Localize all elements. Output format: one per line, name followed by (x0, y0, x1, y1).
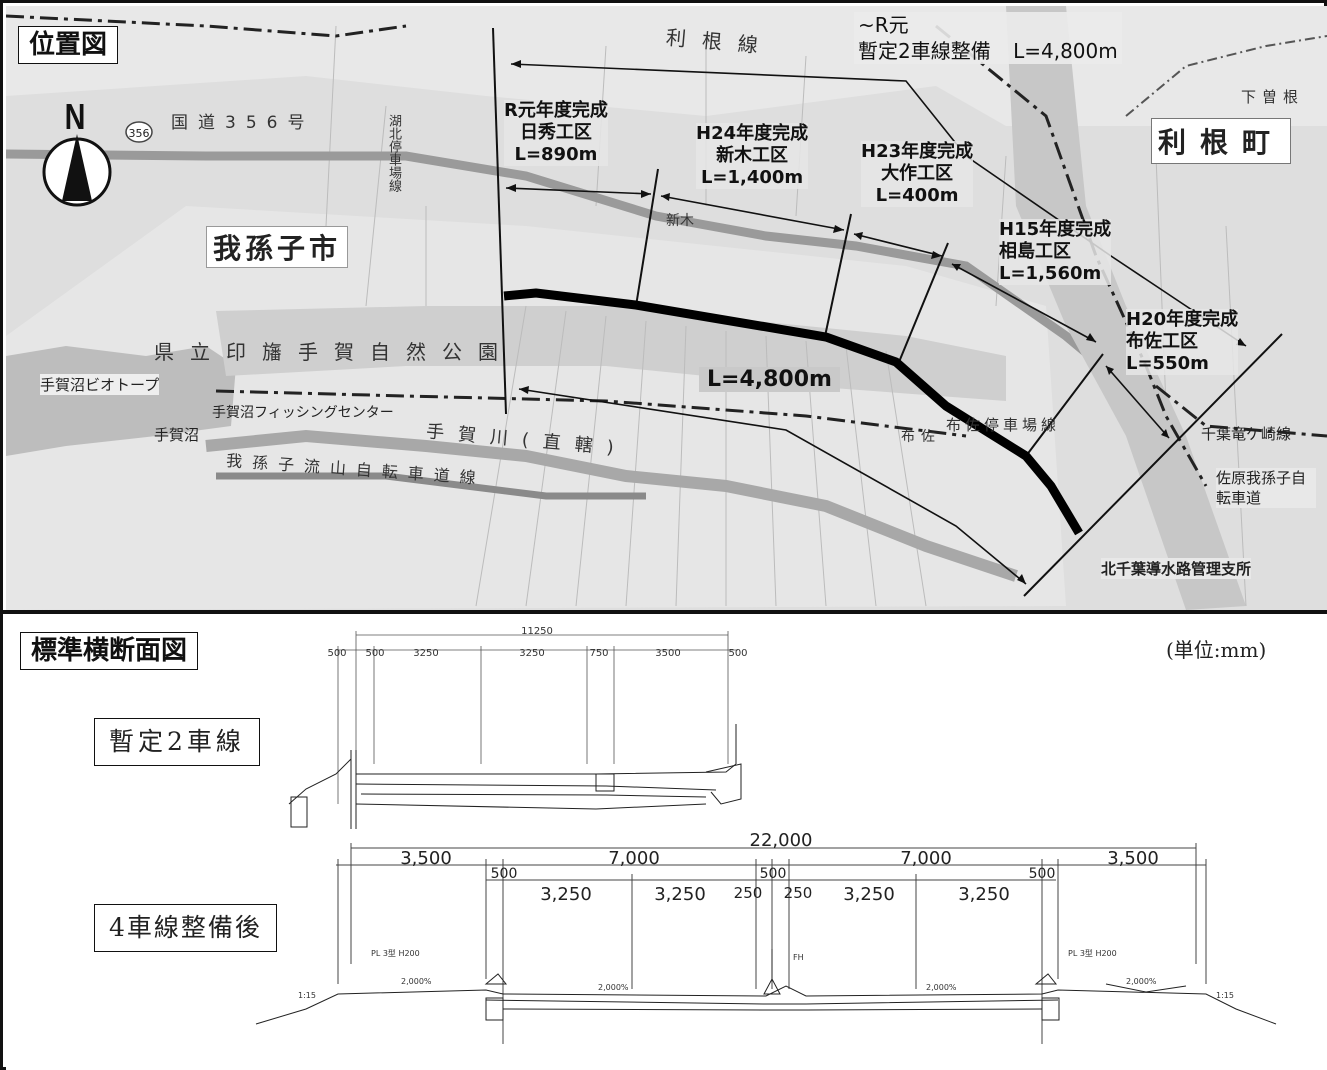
interim-note: ~R元 暫定2車線整備 L=4,800m (854, 12, 1122, 64)
interim-dim-6: 500 (728, 648, 747, 659)
section-hizuru: R元年度完成 日秀工区 L=890m (504, 100, 608, 166)
section-aijima: H15年度完成 相島工区 L=1,560m (999, 219, 1112, 285)
section-niiki: H24年度完成 新木工区 L=1,400m (696, 123, 809, 189)
svg-text:356: 356 (129, 127, 150, 140)
slope-note-1: 2,000% (598, 983, 629, 992)
map-divider (3, 610, 1327, 614)
section-osaku-title: H23年度完成 (861, 141, 974, 162)
interim-dim-0: 500 (327, 648, 346, 659)
interim-dim-5: 3500 (655, 648, 680, 659)
project-route-line (503, 288, 1083, 536)
full-upper-0: 3,500 (400, 848, 452, 869)
full-mid-0: 500 (491, 866, 518, 882)
teganuma-label: 手賀沼 (154, 426, 200, 444)
full-lane-0: 3,250 (540, 884, 592, 905)
cross-section-title: 標準横断面図 (20, 632, 199, 670)
full-upper-2: 7,000 (900, 848, 952, 869)
biotope-label: 手賀沼ビオトープ (40, 374, 160, 395)
sawara-abiko-label: 佐原我孫子自転車道 (1216, 468, 1316, 508)
abiko-city-label: 我孫子市 (206, 226, 349, 268)
interim-dim-2: 3250 (413, 648, 438, 659)
interim-note-length: L=4,800m (1013, 39, 1118, 63)
slope-note-2: 2,000% (926, 983, 957, 992)
section-aijima-name: 相島工区 (999, 241, 1071, 262)
section-fusa-name: 布佐工区 (1126, 331, 1198, 352)
interim-note-line1: ~R元 (858, 13, 909, 37)
section-aijima-length: L=1,560m (999, 263, 1102, 284)
full-median-0: 250 (734, 884, 763, 902)
full-lane-3: 3,250 (958, 884, 1010, 905)
map-title: 位置図 (18, 26, 119, 64)
section-osaku-name: 大作工区 (881, 163, 954, 184)
total-length-label: L=4,800m (699, 367, 840, 392)
section-osaku-length: L=400m (875, 185, 959, 206)
fusa-label: 布佐 (901, 429, 941, 445)
section-fusa-title: H20年度完成 (1126, 309, 1239, 330)
ratio-right-note: 1:15 (1216, 991, 1234, 1000)
section-aijima-title: H15年度完成 (999, 219, 1112, 240)
section-fusa: H20年度完成 布佐工区 L=550m (1126, 309, 1239, 375)
cross-section-panel: 標準横断面図 (単位:mm) 暫定2車線 4車線整備後 11250 500 50… (6, 614, 1327, 1070)
unit-note: (単位:mm) (1166, 638, 1267, 662)
section-fusa-length: L=550m (1126, 353, 1209, 374)
north-arrow-icon (42, 134, 112, 207)
pl-right-note: PL 3型 H200 (1068, 949, 1117, 958)
park-label: 県立印旛手賀自然公園 (154, 340, 514, 364)
slope-note-0: 2,000% (401, 977, 432, 986)
full-4lane-label: 4車線整備後 (94, 904, 277, 952)
full-median-1: 250 (784, 884, 813, 902)
section-niiki-title: H24年度完成 (696, 123, 809, 144)
fusa-line-label: 布佐停車場線 (946, 416, 1061, 434)
route356-label: 国道356号 (171, 113, 315, 133)
section-hizuru-name: 日秀工区 (519, 122, 592, 143)
interim-total-dim: 11250 (521, 626, 553, 637)
section-niiki-name: 新木工区 (716, 145, 789, 166)
chiba-ryugasaki-label: 千葉竜ケ崎線 (1201, 425, 1292, 443)
section-osaku: H23年度完成 大作工区 L=400m (861, 141, 974, 207)
pl-left-note: PL 3型 H200 (371, 949, 420, 958)
full-lane-1: 3,250 (654, 884, 706, 905)
north-label: N (64, 96, 86, 137)
full-lane-2: 3,250 (843, 884, 895, 905)
map-canvas: 356 (6, 6, 1327, 610)
section-niiki-length: L=1,400m (700, 167, 804, 188)
section-hizuru-title: R元年度完成 (504, 100, 608, 121)
shimo-sone-label: 下曽根 (1241, 88, 1305, 106)
location-map: 356 位置図 N 我孫子市 利根町 県立印旛手賀自然公園 国道356号 手賀沼… (6, 6, 1327, 610)
fh-note: FH (793, 953, 804, 962)
full-upper-3: 3,500 (1107, 848, 1159, 869)
full-mid-1: 500 (760, 866, 787, 882)
kita-chiba-office-label: 北千葉導水路管理支所 (1101, 558, 1252, 579)
interim-dim-1: 500 (365, 648, 384, 659)
interim-note-line2: 暫定2車線整備 (858, 39, 991, 63)
interim-2lane-label: 暫定2車線 (94, 718, 260, 766)
ratio-left-note: 1:15 (298, 991, 316, 1000)
full-upper-1: 7,000 (608, 848, 660, 869)
interim-dim-3: 3250 (519, 648, 544, 659)
full-total-dim: 22,000 (750, 830, 813, 851)
niiki-label: 新木 (666, 213, 694, 229)
fishing-center-label: 手賀沼フィッシングセンター (212, 405, 394, 421)
kohoku-line-label: 湖北停車場線 (386, 114, 401, 192)
tone-town-label: 利根町 (1151, 118, 1292, 164)
full-mid-2: 500 (1029, 866, 1056, 882)
slope-note-3: 2,000% (1126, 977, 1157, 986)
cross-section-drawing: 11250 500 500 3250 3250 750 3500 500 (255, 626, 1277, 1044)
interim-dim-4: 750 (589, 648, 608, 659)
section-hizuru-length: L=890m (514, 144, 598, 165)
